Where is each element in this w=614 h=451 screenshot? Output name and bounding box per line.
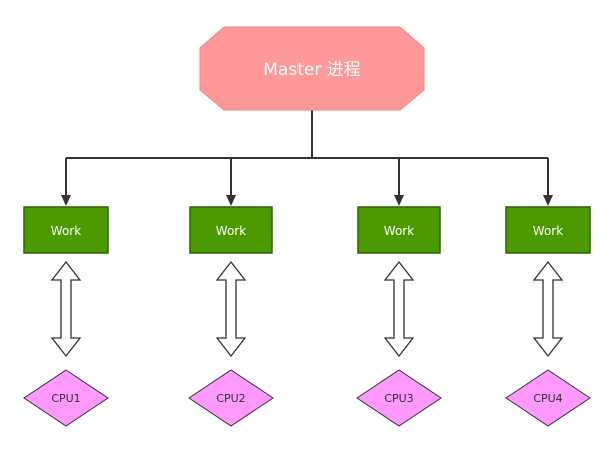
master-label: Master 进程 <box>263 60 360 80</box>
cpu-node-4: CPU4 <box>505 369 591 427</box>
worker-label: Work <box>533 224 563 238</box>
arrowheads <box>61 195 553 206</box>
cpu-diamond <box>356 369 442 427</box>
worker-node-2: Work <box>189 206 273 254</box>
worker-node-4: Work <box>505 206 591 254</box>
cpu-label: CPU4 <box>533 392 562 405</box>
arrowhead-3 <box>394 195 404 206</box>
worker-label: Work <box>216 224 246 238</box>
cpu-label: CPU3 <box>384 392 413 405</box>
worker-box <box>189 206 273 254</box>
cpu-diamond <box>505 369 591 427</box>
worker-node-3: Work <box>357 206 441 254</box>
arrowhead-4 <box>543 195 553 206</box>
worker-node-1: Work <box>23 206 109 254</box>
cpu-node-3: CPU3 <box>356 369 442 427</box>
worker-box <box>505 206 591 254</box>
cpu-node-1: CPU1 <box>23 369 109 427</box>
worker-label: Work <box>51 224 81 238</box>
worker-label: Work <box>384 224 414 238</box>
bidirectional-arrow-3 <box>383 260 415 358</box>
bidirectional-arrow-2 <box>215 260 247 358</box>
cpu-diamond <box>23 369 109 427</box>
cpu-diamond <box>188 369 274 427</box>
cpu-label: CPU1 <box>51 392 80 405</box>
cpu-label: CPU2 <box>216 392 245 405</box>
bidirectional-arrow-1 <box>50 260 82 358</box>
arrowhead-1 <box>61 195 71 206</box>
bidirectional-arrow-4 <box>532 260 564 358</box>
cpu-node-2: CPU2 <box>188 369 274 427</box>
worker-box <box>23 206 109 254</box>
connectors <box>65 110 549 197</box>
arrowhead-2 <box>226 195 236 206</box>
bidirectional-arrows <box>50 260 564 358</box>
master-octagon <box>199 26 425 111</box>
worker-box <box>357 206 441 254</box>
master-node: Master 进程 <box>199 26 425 111</box>
